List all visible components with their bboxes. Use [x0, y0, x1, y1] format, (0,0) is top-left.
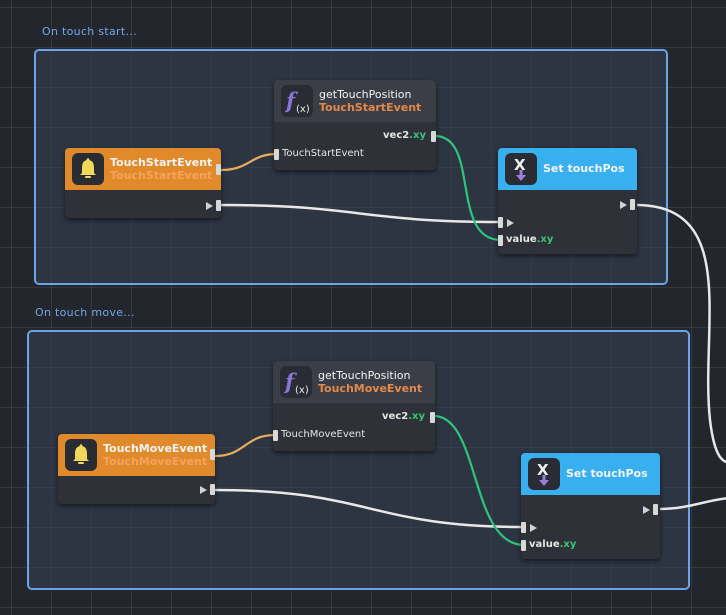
- input-pin-label: value.xy: [506, 234, 554, 245]
- output-pin-label: vec2.xy: [383, 130, 426, 141]
- event-output-pin[interactable]: [216, 164, 221, 175]
- set-variable-icon: X: [528, 458, 560, 490]
- node-header: X Set touchPos: [498, 148, 637, 190]
- group-label-touch-move: On touch move...: [35, 306, 135, 319]
- function-node-get-touch-position[interactable]: f(x) getTouchPosition TouchMoveEvent vec…: [273, 361, 435, 451]
- input-pin-label: TouchStartEvent: [282, 148, 364, 159]
- vec2-output-pin[interactable]: [431, 131, 436, 142]
- event-input-pin[interactable]: [273, 430, 278, 441]
- event-node-touch-move[interactable]: TouchMoveEvent TouchMoveEvent: [58, 434, 215, 504]
- set-node-touch-pos[interactable]: X Set touchPos value.xy: [521, 453, 660, 559]
- value-input-pin[interactable]: [498, 235, 503, 246]
- node-title: Set touchPos: [566, 467, 648, 480]
- node-header: TouchStartEvent TouchStartEvent: [65, 148, 221, 190]
- node-subtitle: TouchMoveEvent: [103, 455, 208, 468]
- node-subtitle: TouchStartEvent: [319, 101, 422, 114]
- function-icon: f(x): [281, 85, 313, 117]
- node-title: Set touchPos: [543, 162, 625, 175]
- vec2-output-pin[interactable]: [430, 412, 435, 423]
- svg-text:X: X: [514, 156, 526, 174]
- input-pin-label: TouchMoveEvent: [281, 429, 366, 440]
- node-header: X Set touchPos: [521, 453, 660, 495]
- node-title: TouchStartEvent: [110, 156, 213, 169]
- svg-text:(x): (x): [295, 385, 309, 396]
- exec-output-pin[interactable]: [216, 200, 221, 211]
- svg-text:X: X: [537, 461, 549, 479]
- output-pin-label: vec2.xy: [382, 411, 425, 422]
- node-subtitle: TouchStartEvent: [110, 169, 213, 182]
- input-pin-label: value.xy: [529, 539, 577, 550]
- exec-input-pin[interactable]: [498, 217, 503, 228]
- node-header: f(x) getTouchPosition TouchMoveEvent: [273, 361, 435, 403]
- set-variable-icon: X: [505, 153, 537, 185]
- exec-arrow-icon: [200, 486, 207, 494]
- exec-arrow-icon: [643, 506, 650, 514]
- exec-output-pin[interactable]: [653, 504, 658, 515]
- exec-output-pin[interactable]: [630, 199, 635, 210]
- bell-icon: [72, 153, 104, 185]
- node-header: f(x) getTouchPosition TouchStartEvent: [274, 80, 436, 122]
- exec-arrow-icon: [507, 219, 514, 227]
- node-title: getTouchPosition: [318, 369, 411, 382]
- node-title: TouchMoveEvent: [103, 442, 208, 455]
- exec-arrow-icon: [206, 202, 213, 210]
- set-node-touch-pos[interactable]: X Set touchPos value.xy: [498, 148, 637, 254]
- node-subtitle: TouchMoveEvent: [318, 382, 423, 395]
- exec-arrow-icon: [620, 201, 627, 209]
- exec-input-pin[interactable]: [521, 522, 526, 533]
- node-header: TouchMoveEvent TouchMoveEvent: [58, 434, 215, 476]
- group-label-touch-start: On touch start...: [42, 25, 137, 38]
- exec-arrow-icon: [530, 524, 537, 532]
- exec-output-pin[interactable]: [210, 484, 215, 495]
- value-input-pin[interactable]: [521, 540, 526, 551]
- function-node-get-touch-position[interactable]: f(x) getTouchPosition TouchStartEvent ve…: [274, 80, 436, 170]
- event-input-pin[interactable]: [274, 149, 279, 160]
- bell-icon: [65, 439, 97, 471]
- function-icon: f(x): [280, 366, 312, 398]
- event-output-pin[interactable]: [210, 449, 215, 460]
- event-node-touch-start[interactable]: TouchStartEvent TouchStartEvent: [65, 148, 221, 218]
- svg-text:(x): (x): [296, 104, 310, 115]
- node-title: getTouchPosition: [319, 88, 412, 101]
